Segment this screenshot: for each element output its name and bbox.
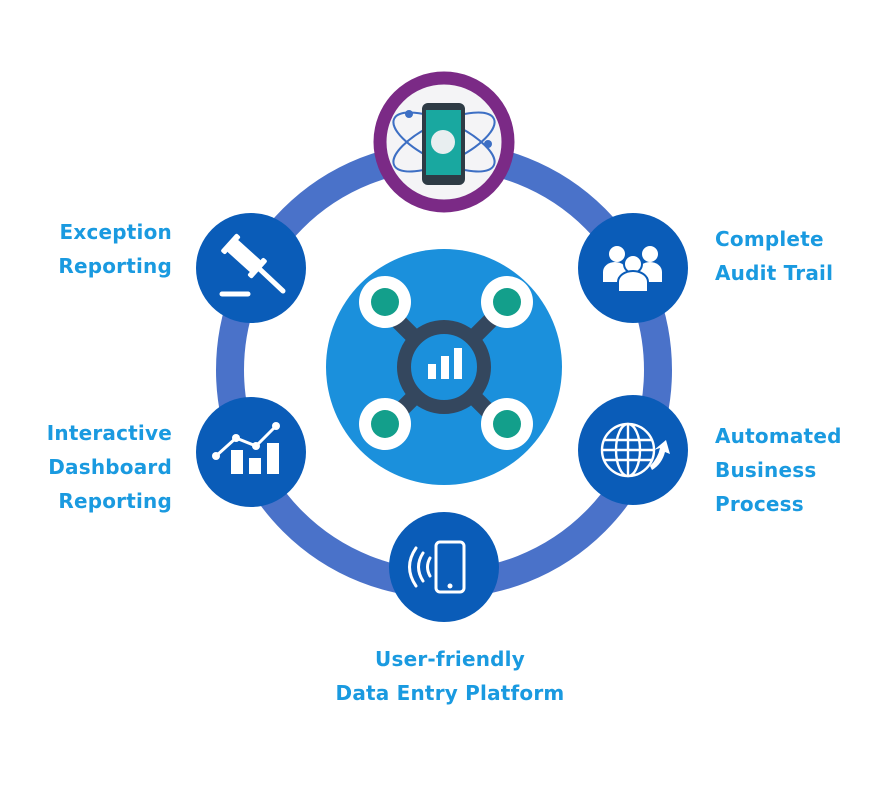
hub-node-bottom-right [481,398,533,450]
label-automated-business-process: Automated Business Process [715,419,842,521]
label-line: Complete [715,227,824,251]
label-line: Reporting [58,254,172,278]
label-line: User-friendly [375,647,525,671]
label-line: Process [715,492,804,516]
label-line: Interactive [46,421,172,445]
label-line: Data Entry Platform [335,681,565,705]
hub-node-top-left [359,276,411,328]
label-line: Dashboard [48,455,172,479]
label-user-friendly-data-entry-platform: User-friendly Data Entry Platform [300,642,600,710]
label-complete-audit-trail: Complete Audit Trail [715,222,833,290]
label-interactive-dashboard-reporting: Interactive Dashboard Reporting [47,416,172,518]
hub-node-bottom-left [359,398,411,450]
label-line: Automated [715,424,842,448]
center-hub-icon [326,249,562,485]
gavel-icon [196,213,306,323]
smartphone-atom-icon [373,71,515,213]
users-group-icon [578,213,688,323]
chart-trend-icon [196,397,306,507]
label-exception-reporting: Exception Reporting [58,215,172,283]
label-line: Business [715,458,817,482]
label-line: Audit Trail [715,261,834,285]
hub-node-top-right [481,276,533,328]
mobile-signal-icon [389,512,499,622]
globe-arrow-icon [578,395,688,505]
label-line: Exception [59,220,172,244]
label-line: Reporting [58,489,172,513]
